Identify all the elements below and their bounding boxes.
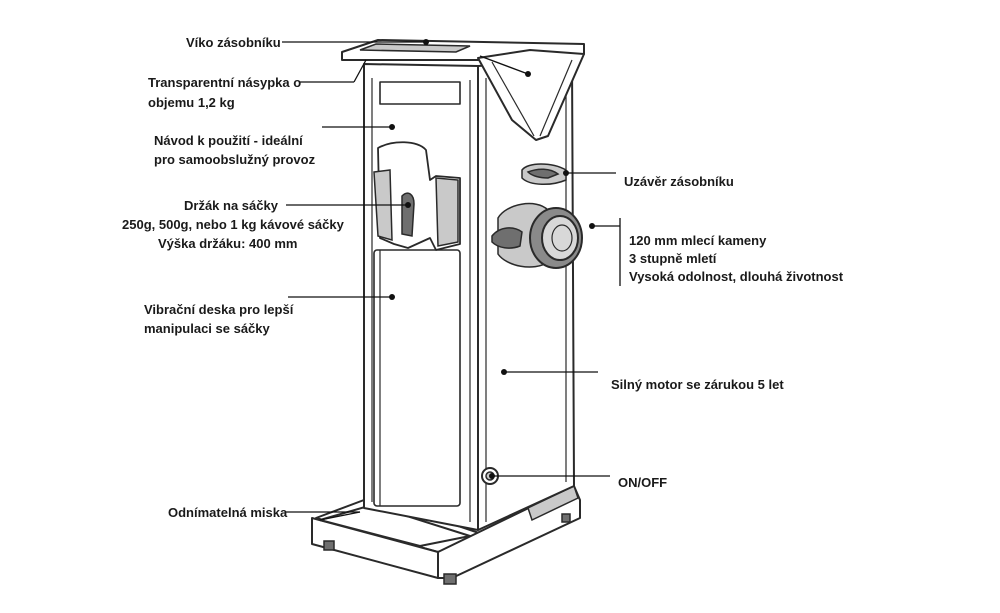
labels: Víko zásobníku Transparentní násypka o o… bbox=[122, 35, 844, 520]
label-lid: Víko zásobníku bbox=[186, 35, 281, 50]
manual-panel bbox=[379, 81, 461, 105]
label-shutter: Uzávěr zásobníku bbox=[624, 174, 734, 189]
label-switch: ON/OFF bbox=[618, 475, 667, 490]
label-hopper-line-2: objemu 1,2 kg bbox=[148, 95, 235, 110]
label-bag-holder-line-1: Držák na sáčky bbox=[184, 198, 279, 213]
label-manual-line-2: pro samoobslužný provoz bbox=[154, 152, 316, 167]
leader-lines bbox=[282, 39, 621, 521]
label-plate-line-1: Vibrační deska pro lepší bbox=[144, 302, 294, 317]
label-tray: Odnímatelná miska bbox=[168, 505, 288, 520]
label-motor: Silný motor se zárukou 5 let bbox=[611, 377, 784, 392]
vibration-plate bbox=[373, 249, 461, 507]
label-bag-holder-line-3: Výška držáku: 400 mm bbox=[158, 236, 297, 251]
removable-tray bbox=[319, 504, 471, 547]
label-burrs-line-3: Vysoká odolnost, dlouhá životnost bbox=[629, 269, 844, 284]
label-burrs-line-1: 120 mm mlecí kameny bbox=[629, 233, 767, 248]
hopper-shutter bbox=[521, 163, 567, 185]
label-bag-holder-line-2: 250g, 500g, nebo 1 kg kávové sáčky bbox=[122, 217, 345, 232]
burr-housing bbox=[491, 202, 583, 269]
coffee-grinder-illustration bbox=[311, 39, 585, 585]
bag-holder bbox=[373, 141, 461, 251]
label-manual-line-1: Návod k použití - ideální bbox=[154, 133, 303, 148]
transparent-hopper bbox=[477, 49, 585, 141]
label-burrs-line-2: 3 stupně mletí bbox=[629, 251, 717, 266]
label-hopper-line-1: Transparentní násypka o bbox=[148, 75, 301, 90]
label-plate-line-2: manipulaci se sáčky bbox=[144, 321, 271, 336]
